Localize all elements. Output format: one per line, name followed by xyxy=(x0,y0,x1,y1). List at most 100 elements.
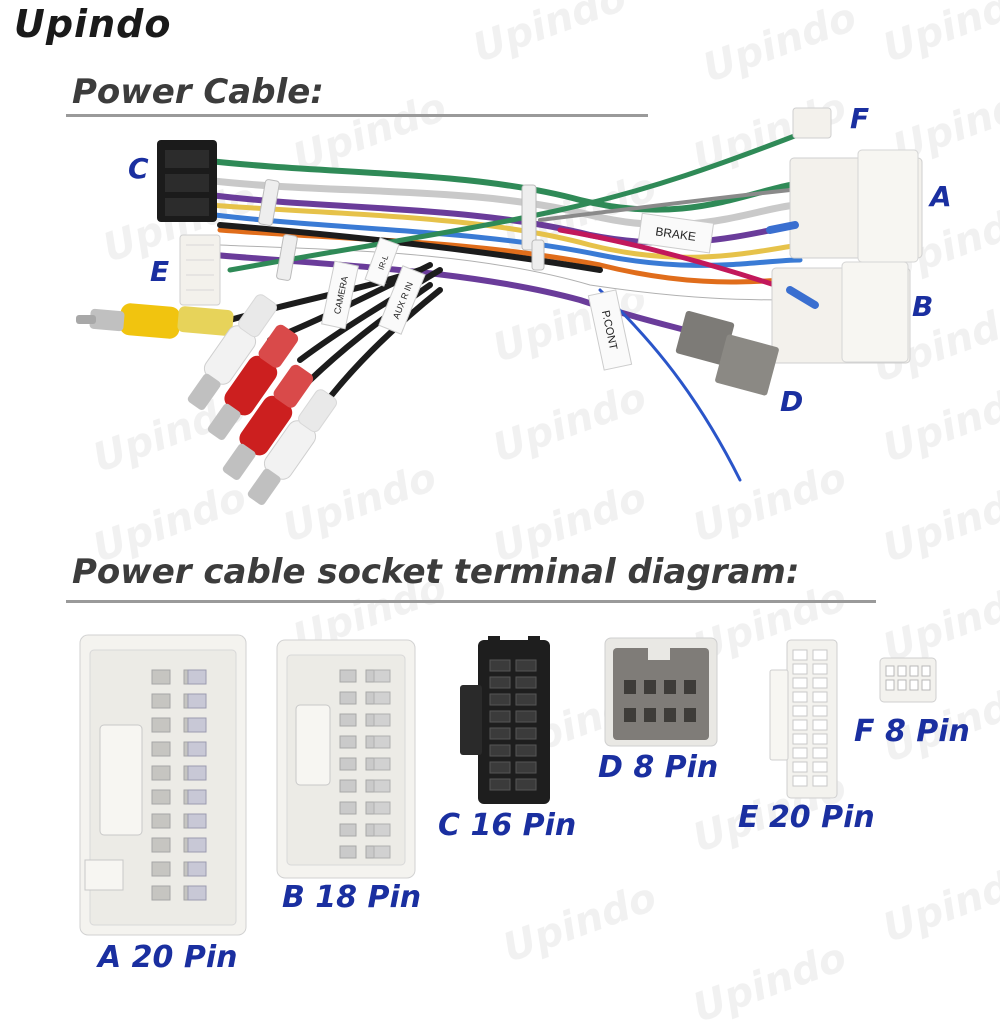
pin-cavity xyxy=(151,885,171,901)
pin-cavity xyxy=(812,719,828,731)
brake-tag: BRAKE xyxy=(655,224,697,244)
pin-cavity xyxy=(812,775,828,787)
pin-cavity xyxy=(812,733,828,745)
rca-yellow xyxy=(76,303,234,339)
pin-cavity xyxy=(373,779,391,793)
label-e: E xyxy=(150,255,170,288)
pin-cavity xyxy=(373,669,391,683)
pin-cavity xyxy=(624,680,636,694)
pin-cavity xyxy=(187,669,207,685)
pin-cavity xyxy=(187,693,207,709)
pin-cavity xyxy=(515,676,537,689)
pin-cavity xyxy=(151,741,171,757)
pin-cavity xyxy=(812,691,828,703)
pin-cavity xyxy=(515,761,537,774)
pin-cavity xyxy=(792,747,808,759)
pin-cavity xyxy=(489,761,511,774)
socket-a-pins xyxy=(151,669,207,901)
cable-ties xyxy=(258,179,545,281)
pin-cavity xyxy=(812,663,828,675)
socket-e-pins xyxy=(792,649,828,787)
rca-red-1 xyxy=(207,324,299,440)
cable-harness-illustration: BRAKE P.CONT CAMERA AUX R IN IR-L xyxy=(76,107,923,505)
pin-cavity xyxy=(151,765,171,781)
socket-b-pins xyxy=(339,669,391,859)
pin-cavity xyxy=(897,679,907,691)
pin-cavity xyxy=(489,727,511,740)
pin-cavity xyxy=(792,691,808,703)
socket-f-pins xyxy=(885,665,931,691)
pin-cavity xyxy=(489,744,511,757)
pin-cavity xyxy=(812,677,828,689)
pin-cavity xyxy=(339,801,357,815)
connector-f-photo xyxy=(792,107,832,139)
pin-cavity xyxy=(684,708,696,722)
pin-cavity xyxy=(515,744,537,757)
pin-cavity xyxy=(515,727,537,740)
connector-e-photo xyxy=(179,234,221,306)
pin-cavity xyxy=(909,679,919,691)
pin-cavity xyxy=(151,789,171,805)
pin-cavity xyxy=(187,837,207,853)
pin-cavity xyxy=(373,823,391,837)
pin-cavity xyxy=(792,663,808,675)
pin-label-f: F 8 Pin xyxy=(854,714,970,749)
brand-logo: Upindo xyxy=(14,2,172,46)
pin-cavity xyxy=(515,659,537,672)
pin-cavity xyxy=(489,693,511,706)
pin-cavity xyxy=(373,845,391,859)
pin-cavity xyxy=(515,778,537,791)
pin-cavity xyxy=(151,717,171,733)
pin-cavity xyxy=(489,778,511,791)
pin-cavity xyxy=(812,747,828,759)
pin-cavity xyxy=(151,861,171,877)
label-d: D xyxy=(780,385,804,418)
pin-cavity xyxy=(339,845,357,859)
pin-cavity xyxy=(373,801,391,815)
pin-label-a: A 20 Pin xyxy=(98,940,238,975)
pin-cavity xyxy=(373,713,391,727)
rca-white-1 xyxy=(187,294,277,410)
section-divider xyxy=(66,600,876,603)
rca-plugs xyxy=(76,294,337,505)
wire-tags: BRAKE P.CONT CAMERA AUX R IN IR-L xyxy=(321,212,715,371)
pin-cavity xyxy=(187,813,207,829)
connector-d-photo xyxy=(675,310,779,396)
pin-cavity xyxy=(792,761,808,773)
pin-cavity xyxy=(151,837,171,853)
rca-red-2 xyxy=(222,364,314,480)
pin-cavity xyxy=(339,669,357,683)
pin-cavity xyxy=(187,789,207,805)
pin-cavity xyxy=(644,708,656,722)
pin-label-d: D 8 Pin xyxy=(598,750,719,785)
connector-b-photo xyxy=(766,221,911,364)
pin-cavity xyxy=(373,757,391,771)
pin-cavity xyxy=(339,779,357,793)
label-c: C xyxy=(128,152,149,185)
connector-c-photo xyxy=(157,140,217,222)
pin-cavity xyxy=(792,677,808,689)
pin-cavity xyxy=(885,679,895,691)
pin-cavity xyxy=(664,680,676,694)
pin-cavity xyxy=(489,710,511,723)
pin-cavity xyxy=(624,708,636,722)
pin-cavity xyxy=(151,669,171,685)
pin-cavity xyxy=(339,691,357,705)
section-title-power-cable: Power Cable: xyxy=(72,72,324,112)
socket-c-pins xyxy=(489,659,537,791)
pin-cavity xyxy=(921,679,931,691)
pin-cavity xyxy=(515,710,537,723)
pin-cavity xyxy=(151,813,171,829)
pin-cavity xyxy=(187,717,207,733)
pin-cavity xyxy=(187,765,207,781)
pin-cavity xyxy=(373,691,391,705)
pin-cavity xyxy=(792,649,808,661)
socket-diagrams xyxy=(79,634,937,936)
rca-white-2 xyxy=(247,389,337,505)
label-b: B xyxy=(912,290,934,323)
pin-cavity xyxy=(151,693,171,709)
pin-cavity xyxy=(921,665,931,677)
pin-cavity xyxy=(909,665,919,677)
pin-cavity xyxy=(792,705,808,717)
pin-cavity xyxy=(489,659,511,672)
